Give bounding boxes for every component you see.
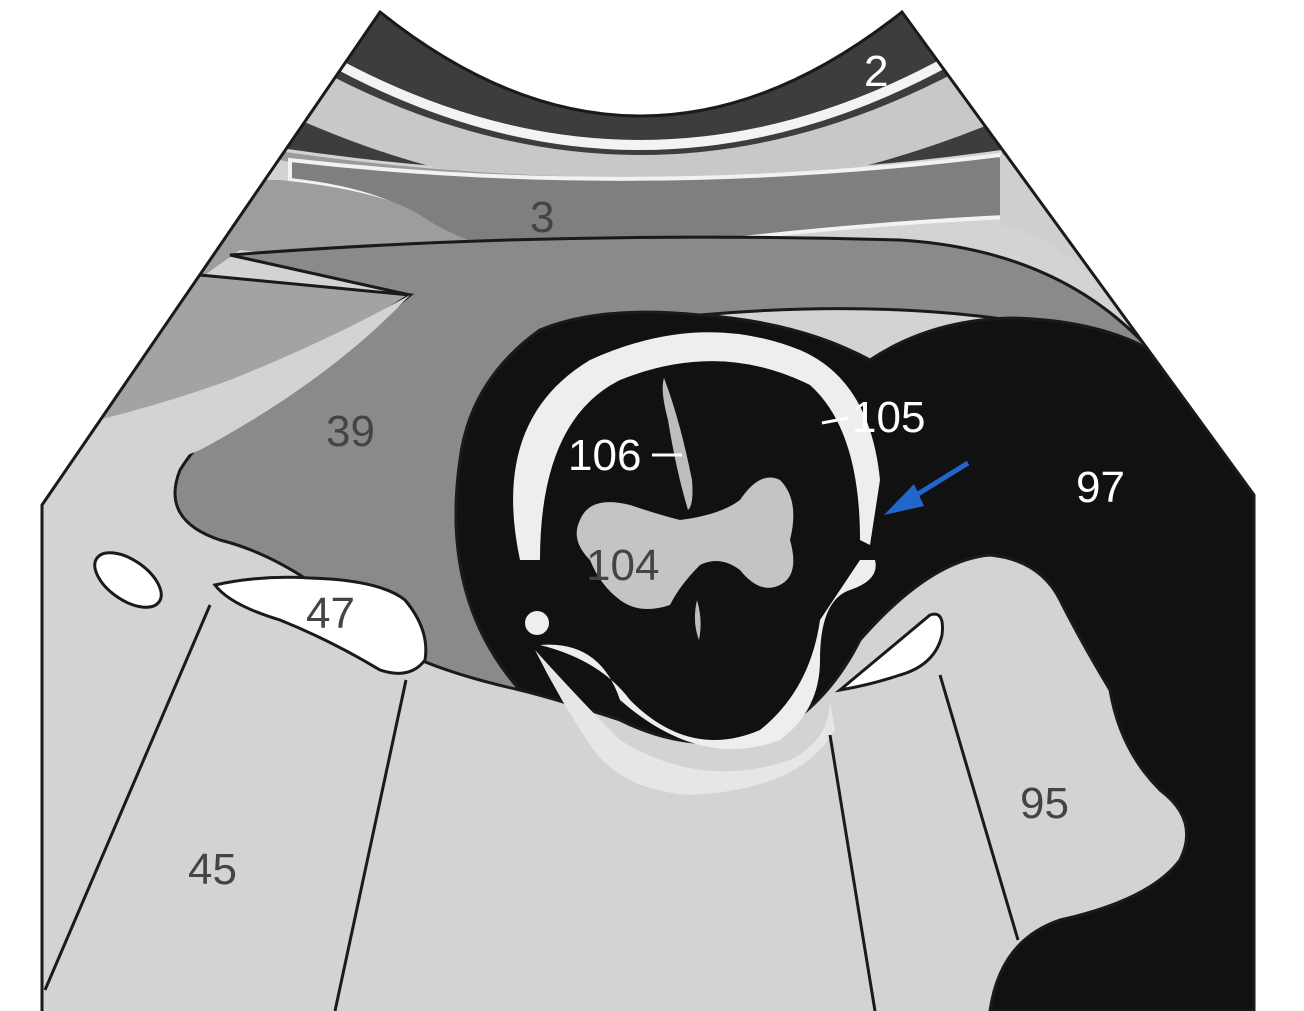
label-105: 105 <box>852 393 925 442</box>
label-95: 95 <box>1020 779 1069 828</box>
label-45: 45 <box>188 845 237 894</box>
label-2: 2 <box>864 47 888 96</box>
label-39: 39 <box>326 407 375 456</box>
label-3: 3 <box>530 193 554 242</box>
label-106: 106 <box>568 431 641 480</box>
small-bone-dot <box>525 611 549 635</box>
label-97: 97 <box>1076 463 1125 512</box>
label-104: 104 <box>586 541 659 590</box>
label-47: 47 <box>306 589 355 638</box>
